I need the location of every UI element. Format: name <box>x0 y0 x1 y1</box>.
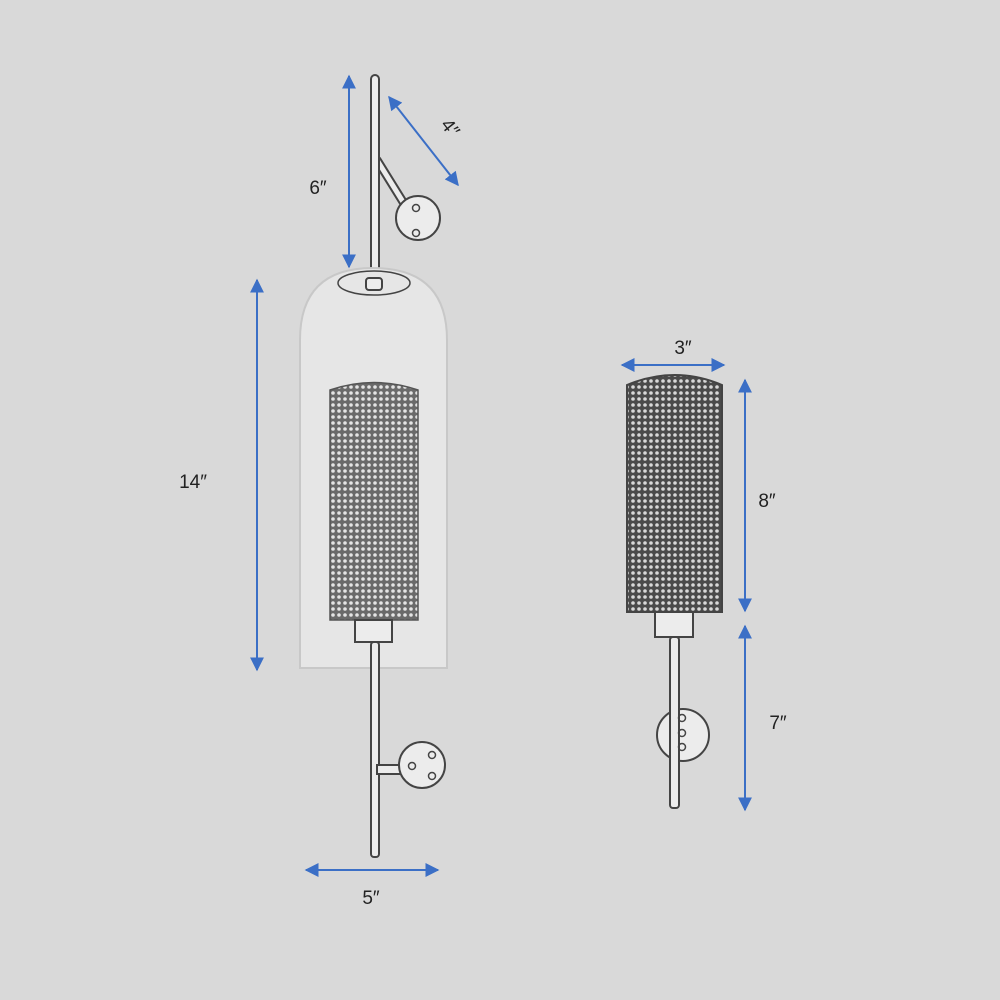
mesh-cylinder <box>329 381 419 621</box>
bottom-rod <box>370 641 380 858</box>
upper-wall-mount <box>372 155 441 241</box>
dimension-label-5in: 5″ <box>362 888 380 909</box>
lower-wall-mount <box>376 741 446 789</box>
top-rod <box>370 74 380 276</box>
mesh-cylinder-insert <box>626 374 723 613</box>
dimension-label-3in: 3″ <box>674 338 692 359</box>
dimension-label-4in: 4″ <box>436 115 463 142</box>
full-lamp-drawing: 6″ 4″ 14″ 5″ <box>179 74 463 909</box>
insert-rod <box>669 636 680 809</box>
dimension-label-7in: 7″ <box>769 713 787 734</box>
mesh-insert-drawing: 3″ 8″ 7″ <box>620 338 787 812</box>
socket <box>354 619 393 643</box>
insert-wall-plate <box>656 708 710 762</box>
insert-socket <box>654 611 694 638</box>
dimension-label-8in: 8″ <box>758 491 776 512</box>
dimension-label-14in: 14″ <box>179 472 207 493</box>
dimension-label-6in: 6″ <box>309 178 327 199</box>
dimension-arrow-4in <box>388 95 459 187</box>
